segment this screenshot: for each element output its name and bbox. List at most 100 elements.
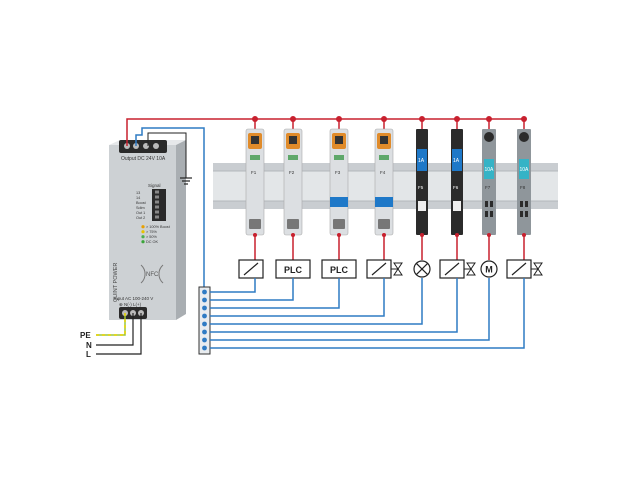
- bus-junction: [381, 116, 387, 122]
- signal-terminal: [155, 200, 159, 204]
- valve-icon: [533, 262, 543, 270]
- breaker-rating: 10A: [520, 167, 530, 173]
- return-terminal-block: [198, 286, 211, 355]
- input-label: Input AC 100-240 V: [114, 296, 153, 301]
- brand-label: QUINT POWER: [113, 263, 119, 302]
- status-led: [141, 240, 145, 244]
- breaker-reset-button[interactable]: [519, 132, 529, 142]
- return-wire: [210, 278, 525, 349]
- breaker-id: F4: [380, 170, 386, 175]
- breaker-id: F2: [289, 170, 295, 175]
- motor-icon: [480, 260, 498, 278]
- return-wire: [210, 278, 294, 301]
- signal-terminal: [155, 210, 159, 214]
- status-led: [250, 155, 260, 160]
- bus-junction: [290, 116, 296, 122]
- load-valve_x-f8: [506, 259, 543, 279]
- load-plc-f3: PLC: [321, 259, 357, 279]
- status-led: [141, 225, 145, 229]
- breaker-id: F5: [418, 185, 424, 190]
- breaker-id: F6: [453, 185, 459, 190]
- breaker-reset-button[interactable]: [484, 132, 494, 142]
- signal-terminal: [155, 190, 159, 194]
- plc-label: PLC: [284, 265, 303, 275]
- breaker-id: F3: [335, 170, 341, 175]
- plc-label: PLC: [330, 265, 349, 275]
- return-wire: [210, 278, 490, 341]
- status-led: [379, 155, 389, 160]
- n-wire: [96, 313, 134, 346]
- breaker-marker: [330, 197, 348, 207]
- signal-terminal: [155, 205, 159, 209]
- indicator-label: > 100% Boost: [146, 225, 171, 229]
- mains-input: PE N L: [80, 313, 142, 359]
- signal-row-label: Out 1: [136, 211, 145, 215]
- bus-junction: [521, 116, 527, 122]
- breaker-f8: 10A F8: [517, 116, 531, 260]
- signal-terminal: [155, 195, 159, 199]
- negative-bus: [135, 127, 205, 290]
- input-terminal-labels: ⊕ N(-) L(+): [119, 302, 142, 307]
- bus-junction: [486, 116, 492, 122]
- load-lamp-f5: [413, 260, 431, 278]
- return-terminal: [202, 345, 207, 351]
- ground-symbol: [147, 132, 192, 185]
- status-led: [334, 155, 344, 160]
- n-label: N: [86, 341, 92, 350]
- breaker-rating-panel: [484, 159, 494, 179]
- signal-row-label: Out 2: [136, 216, 145, 220]
- return-wire: [210, 278, 340, 309]
- positive-bus: [126, 118, 524, 146]
- status-led: [288, 155, 298, 160]
- valve-icon: [393, 262, 403, 270]
- breaker-body: [451, 129, 463, 235]
- return-terminal: [202, 329, 207, 335]
- output-label: Output DC 24V 10A: [121, 156, 166, 162]
- breaker-f2: F2: [283, 116, 303, 260]
- load-valve_x-f6: [439, 259, 476, 279]
- bus-junction: [419, 116, 425, 122]
- signal-row-label: 13: [136, 191, 140, 195]
- return-terminal: [202, 297, 207, 303]
- breaker-body: [482, 129, 496, 235]
- breaker-id: F8: [520, 185, 526, 190]
- signal-row-label: 14: [136, 196, 140, 200]
- load-plc-f2: PLC: [275, 259, 311, 279]
- breaker-f1: F1: [245, 116, 265, 260]
- breaker-body: [517, 129, 531, 235]
- status-led: [141, 235, 145, 239]
- return-terminal: [202, 337, 207, 343]
- breaker-f3: F3: [329, 116, 349, 260]
- signal-row-label: Boost: [136, 201, 147, 205]
- bus-junction: [336, 116, 342, 122]
- breaker-rating-panel: [452, 149, 462, 171]
- return-terminal: [202, 313, 207, 319]
- power-supply: Output DC 24V 10A Signal 1314BoostSdimOu…: [109, 140, 186, 320]
- signal-terminal: [155, 215, 159, 219]
- breaker-id: F1: [251, 170, 257, 175]
- return-wire: [210, 278, 385, 317]
- motor-label: M: [485, 265, 493, 275]
- pe-label: PE: [80, 331, 91, 340]
- nfc-badge: NFC: [140, 264, 164, 284]
- return-terminal: [202, 289, 207, 295]
- return-wire: [210, 278, 458, 333]
- breaker-marker: [375, 197, 393, 207]
- breaker-rating-panel: [519, 159, 529, 179]
- load-valve-f1: [238, 259, 264, 279]
- valve-icon: [466, 262, 476, 270]
- load-valve_x-f4: [366, 259, 403, 279]
- breaker-rating: 10A: [485, 167, 495, 173]
- load-motor-f7: M: [480, 260, 498, 278]
- signal-header: Signal: [148, 183, 161, 188]
- breaker-f4: F4: [374, 116, 394, 260]
- return-terminal: [202, 321, 207, 327]
- l-label: L: [86, 350, 91, 359]
- l-wire: [96, 313, 142, 355]
- return-wire: [210, 278, 423, 325]
- return-terminal: [202, 305, 207, 311]
- indicator-label: > 75%: [146, 230, 157, 234]
